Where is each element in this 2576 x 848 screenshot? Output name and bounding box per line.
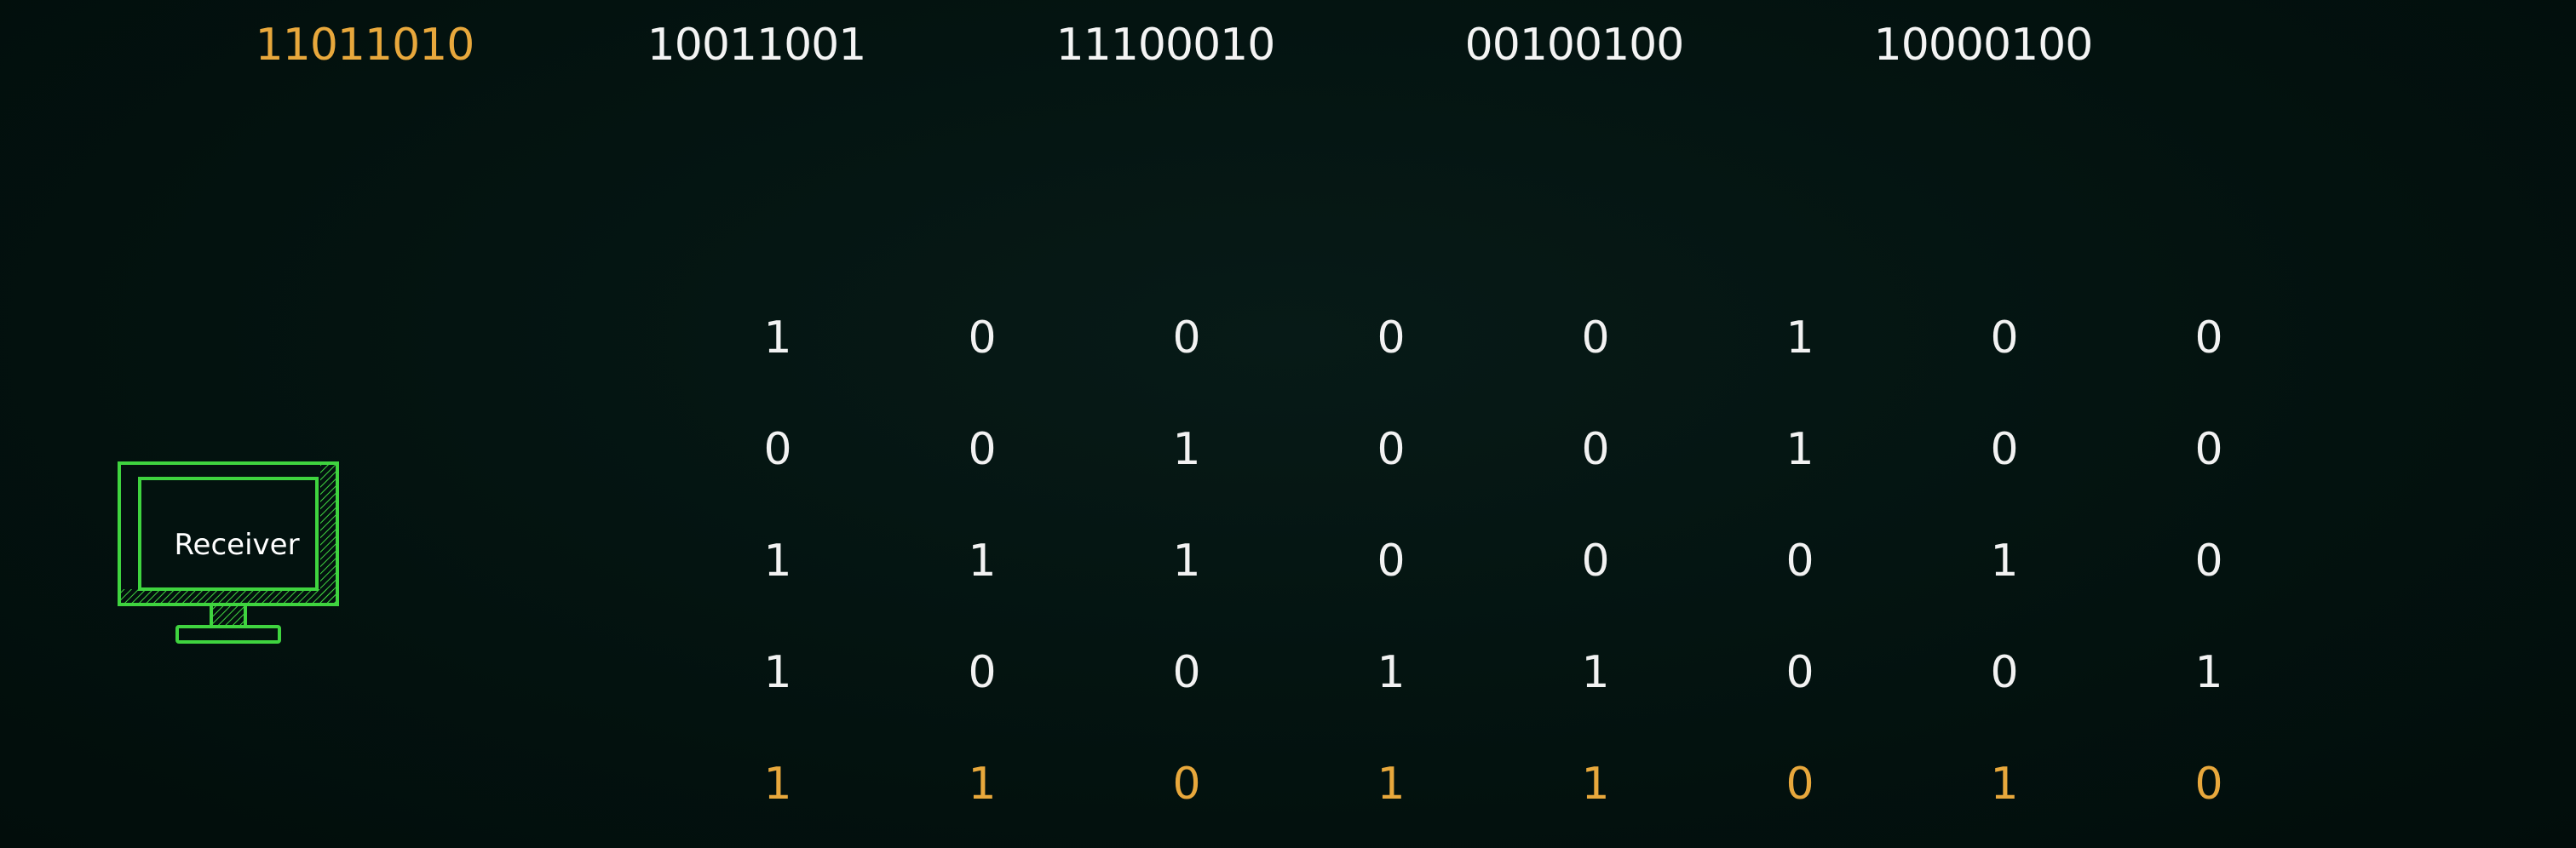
data-bit: 1	[1581, 647, 1610, 698]
data-bit: 0	[1172, 312, 1201, 364]
parity-bit: 1	[1990, 759, 2019, 810]
receiver-label: Receiver	[174, 528, 300, 562]
received-byte-4: 00100100	[1464, 20, 1685, 71]
parity-bit: 1	[968, 759, 997, 810]
parity-bit: 0	[1785, 759, 1814, 810]
monitor-icon	[118, 461, 339, 644]
data-bit: 1	[968, 536, 997, 587]
data-bit: 0	[1377, 312, 1406, 364]
parity-bit: 0	[1172, 759, 1201, 810]
data-bit: 1	[1785, 312, 1814, 364]
data-bit: 1	[763, 536, 792, 587]
data-bit: 0	[1581, 424, 1610, 475]
data-bit: 0	[968, 424, 997, 475]
received-bytes-row: 11011010 10011001 11100010 00100100 1000…	[0, 0, 2576, 94]
parity-bit: 1	[1581, 759, 1610, 810]
data-bit: 1	[1990, 536, 2019, 587]
data-bit: 0	[1785, 536, 1814, 587]
data-bit: 0	[1581, 536, 1610, 587]
data-bit: 0	[2194, 536, 2223, 587]
data-bit: 0	[1785, 647, 1814, 698]
data-bit: 1	[763, 312, 792, 364]
data-bit: 0	[1990, 647, 2019, 698]
data-bit: 0	[1377, 536, 1406, 587]
data-bit: 0	[1990, 424, 2019, 475]
data-bit: 0	[968, 647, 997, 698]
parity-bit: 0	[2194, 759, 2223, 810]
data-bit: 0	[1377, 424, 1406, 475]
data-bit: 1	[1785, 424, 1814, 475]
parity-bit: 1	[1377, 759, 1406, 810]
data-bit: 0	[1990, 312, 2019, 364]
data-bit: 0	[1172, 647, 1201, 698]
data-bit: 0	[1581, 312, 1610, 364]
data-bit: 1	[1377, 647, 1406, 698]
received-byte-5: 10000100	[1873, 20, 2094, 71]
data-bit: 1	[763, 647, 792, 698]
parity-bit: 1	[763, 759, 792, 810]
data-bit: 0	[763, 424, 792, 475]
data-bit: 1	[1172, 536, 1201, 587]
received-byte-1: 11011010	[255, 20, 475, 71]
data-bit: 0	[968, 312, 997, 364]
receiver-monitor: Receiver	[116, 460, 344, 656]
data-bit: 0	[2194, 424, 2223, 475]
data-bit: 1	[2194, 647, 2223, 698]
received-byte-3: 11100010	[1055, 20, 1276, 71]
data-bit: 1	[1172, 424, 1201, 475]
data-bit: 0	[2194, 312, 2223, 364]
received-byte-2: 10011001	[647, 20, 867, 71]
